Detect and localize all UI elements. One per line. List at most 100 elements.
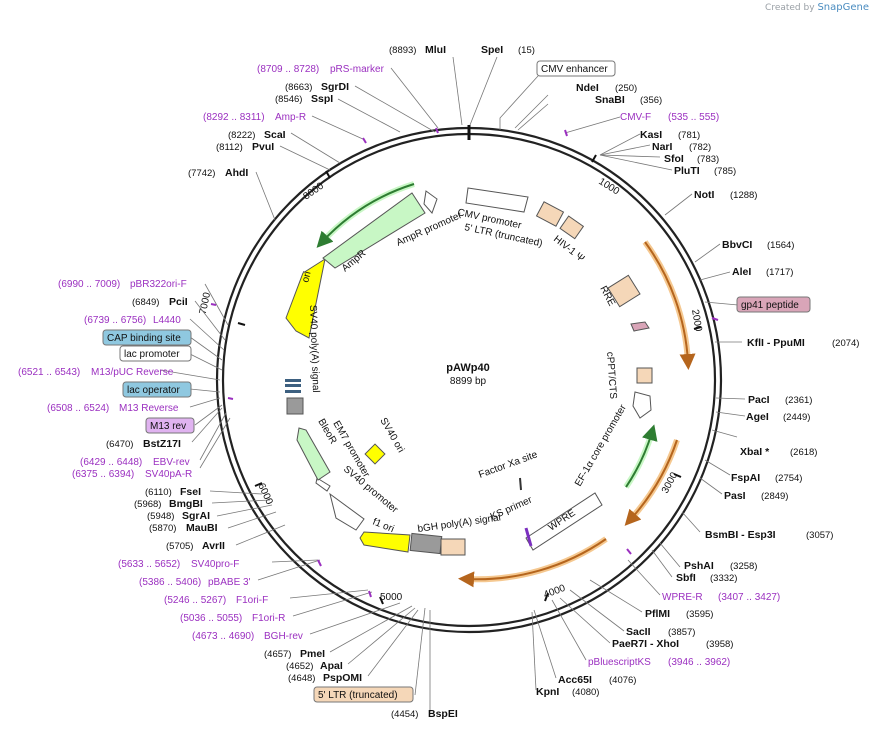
- primer-sv40pa-r: SV40pA-R: [145, 469, 192, 480]
- feature-ef1a: [632, 391, 652, 419]
- feature-em7: [315, 477, 331, 492]
- tick-1000: 1000: [596, 176, 621, 197]
- box-cap-binding-site: [102, 329, 192, 346]
- feature-sv40-stripe3: [285, 390, 301, 393]
- pos-bbvci: (1564): [767, 240, 794, 251]
- range-f1ori-f: (5246 .. 5267): [164, 595, 226, 606]
- pos-sfoi: (783): [697, 154, 719, 165]
- feature-bgh: [409, 532, 443, 555]
- enz-bstz17i: BstZ17I: [143, 438, 181, 450]
- feature-ampr-promoter: [423, 190, 438, 214]
- pos-paer7i-xhoi: (3958): [706, 639, 733, 650]
- enz-paer7i-xhoi: PaeR7I - XhoI: [612, 638, 679, 650]
- feature-factor-xa: [519, 477, 522, 491]
- enz-maubi: MauBI: [186, 522, 218, 534]
- feature-sv40-stripe1: [285, 379, 301, 382]
- enz-sbfi: SbfI: [676, 572, 696, 584]
- box-cmv-enhancer: [536, 60, 616, 77]
- enz-pmei: PmeI: [300, 648, 325, 660]
- feature-hiv1-psi: [559, 215, 585, 240]
- snapgene-credit: Created by SnapGene: [765, 2, 869, 13]
- enz-pasi: PasI: [724, 490, 746, 502]
- pos-pvui: (8112): [216, 142, 243, 153]
- box-m13-rev: [145, 417, 195, 434]
- arc-green-1: [623, 431, 655, 489]
- enz-acc65i: Acc65I: [558, 674, 592, 686]
- feature-sv40-polya: [286, 397, 304, 415]
- primer-m13-puc-reverse: M13/pUC Reverse: [91, 367, 174, 378]
- label-lac-promoter: lac promoter: [124, 349, 180, 360]
- enz-sgrai: SgrAI: [182, 510, 210, 522]
- tick-5000: 5000: [380, 592, 403, 603]
- primer-m13-reverse: M13 Reverse: [119, 403, 179, 414]
- label-5ltr-truncated: 5' LTR (truncated): [318, 690, 398, 701]
- primer-pbabe3: pBABE 3': [208, 577, 251, 588]
- enz-bmgbi: BmgBI: [169, 498, 203, 510]
- primer-prs-marker: pRS-marker: [330, 64, 385, 75]
- feature-cmv-promoter: [465, 187, 529, 213]
- enz-sfoi: SfoI: [664, 153, 684, 165]
- enz-nari: NarI: [652, 141, 673, 153]
- feature-bgh-ltr: [440, 538, 466, 556]
- range-f1ori-r: (5036 .. 5055): [180, 613, 242, 624]
- feature-f1-ori: [359, 531, 411, 553]
- pos-ahdi: (7742): [188, 168, 215, 179]
- flabel-bgh: bGH poly(A) signal: [417, 512, 502, 535]
- pos-agei: (2449): [783, 412, 810, 423]
- primer-l4440: L4440: [153, 315, 181, 326]
- pos-sgrdi: (8663): [285, 82, 312, 93]
- pos-acc65i: (4076): [609, 675, 636, 686]
- enz-avrii: AvrII: [202, 540, 225, 552]
- range-m13-reverse: (6508 .. 6524): [47, 403, 109, 414]
- box-5ltr-truncated: [313, 686, 414, 703]
- enz-sspi: SspI: [311, 93, 333, 105]
- pos-sspi: (8546): [275, 94, 302, 105]
- tick-8000: 8000: [301, 180, 326, 202]
- pos-snabi: (356): [640, 95, 662, 106]
- label-gp41: gp41 peptide: [741, 300, 799, 311]
- feature-ampr: [322, 192, 426, 269]
- enz-pshai: PshAI: [684, 560, 714, 572]
- pos-bspei: (4454): [391, 709, 418, 720]
- enz-snabi: SnaBI: [595, 94, 625, 106]
- pos-pluti: (785): [714, 166, 736, 177]
- primer-sv40pro-f: SV40pro-F: [191, 559, 239, 570]
- enz-fspai: FspAI: [731, 472, 760, 484]
- credit-brand: SnapGene: [817, 2, 869, 13]
- label-cap-binding-site: CAP binding site: [107, 333, 181, 344]
- flabel-hiv-psi: HIV-1 Ψ: [551, 234, 586, 265]
- feature-gp41: [630, 321, 650, 332]
- range-wpre-r: (3407 .. 3427): [718, 592, 780, 603]
- flabel-factor-xa: Factor Xa site: [477, 449, 539, 481]
- enz-bsmbi-esp3i: BsmBI - Esp3I: [705, 529, 776, 541]
- pos-pasi: (2849): [761, 491, 788, 502]
- pos-bsmbi-esp3i: (3057): [806, 530, 833, 541]
- enz-scai: ScaI: [264, 129, 286, 141]
- enz-apai: ApaI: [320, 660, 343, 672]
- range-pbluescriptks: (3946 .. 3962): [668, 657, 730, 668]
- range-pbabe3: (5386 .. 5406): [139, 577, 201, 588]
- primer-f1ori-f: F1ori-F: [236, 595, 268, 606]
- primer-pbluescriptks: pBluescriptKS: [588, 657, 651, 668]
- enz-sacii: SacII: [626, 626, 651, 638]
- enz-fsei: FseI: [180, 486, 201, 498]
- primer-wpre-r: WPRE-R: [662, 592, 703, 603]
- enz-paci: PacI: [748, 394, 770, 406]
- primer-marks: [210, 127, 719, 598]
- box-lac-promoter: [119, 345, 192, 362]
- range-ebv-rev: (6429 .. 6448): [80, 457, 142, 468]
- flabel-cppt: cPPT/CTS: [604, 351, 618, 399]
- range-cmv-f: (535 .. 555): [668, 112, 719, 123]
- enz-kfli-ppumi: KflI - PpuMI: [747, 337, 805, 349]
- pos-fspai: (2754): [775, 473, 802, 484]
- enz-pluti: PluTI: [674, 165, 700, 177]
- primer-bgh-rev: BGH-rev: [264, 631, 303, 642]
- tick-4000: 4000: [542, 583, 567, 601]
- primer-amp-r: Amp-R: [275, 112, 306, 123]
- pos-noti: (1288): [730, 190, 757, 201]
- label-lac-operator: lac operator: [127, 385, 180, 396]
- enz-kpni: KpnI: [536, 686, 559, 698]
- flabel-sv40-polya: SV40 poly(A) signal: [307, 305, 321, 393]
- range-m13-puc-reverse: (6521 .. 6543): [18, 367, 80, 378]
